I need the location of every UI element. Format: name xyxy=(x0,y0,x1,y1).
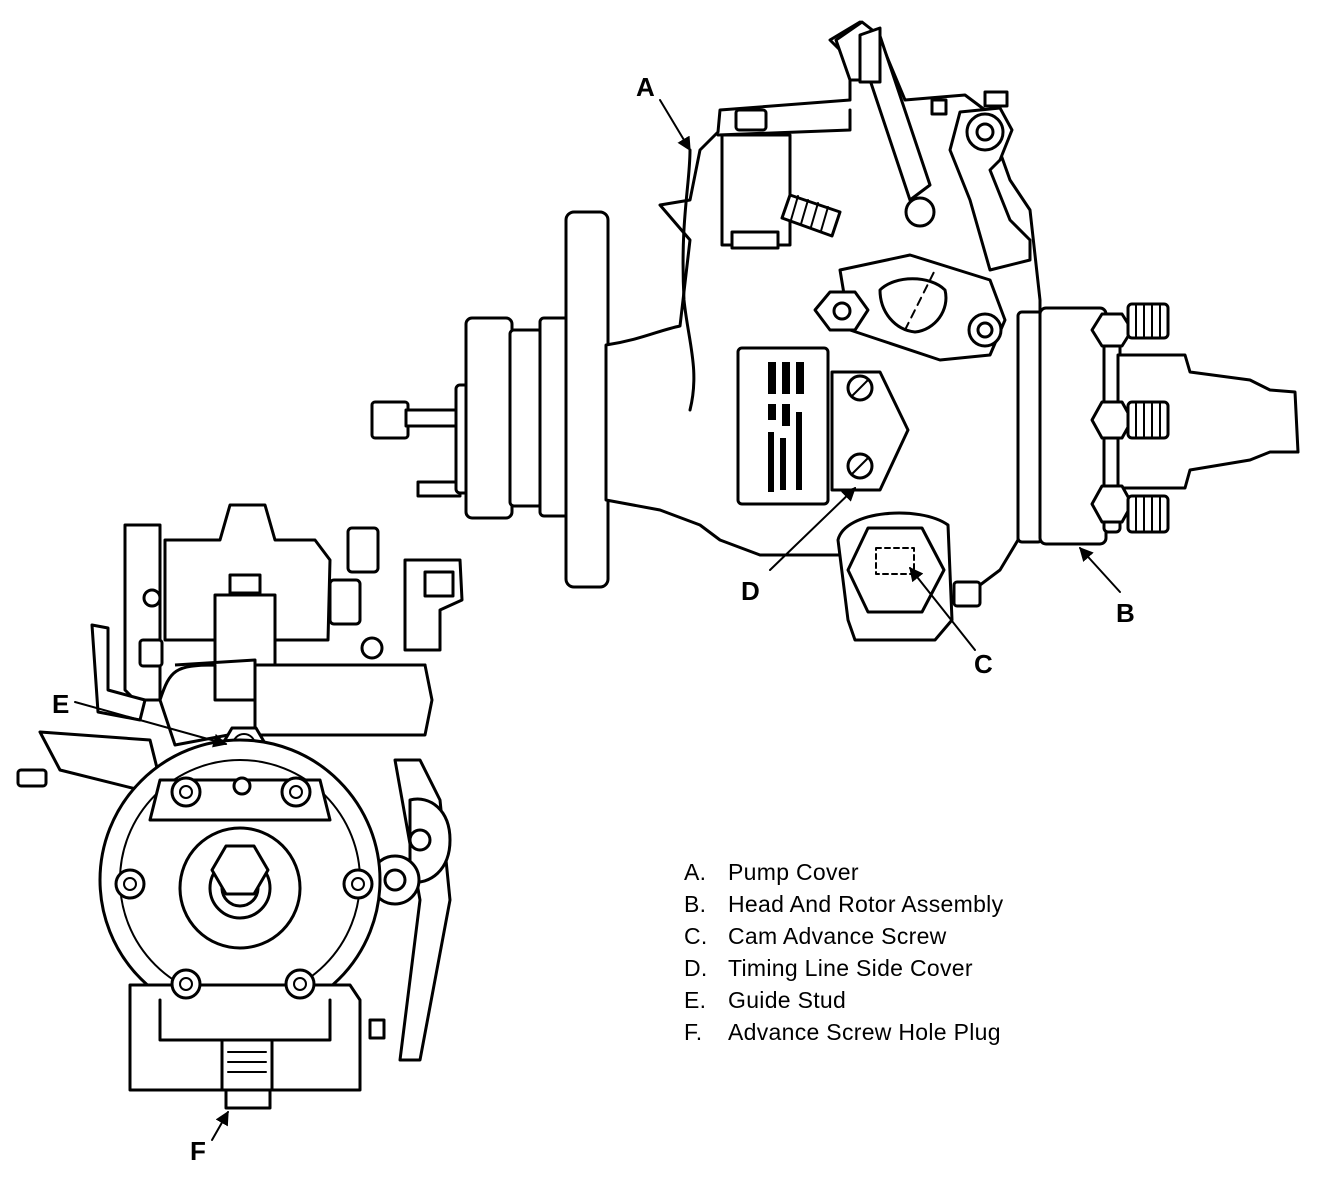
legend-text: Pump Cover xyxy=(728,859,859,885)
fitting-middle xyxy=(1090,400,1170,440)
end-view-pump xyxy=(16,503,464,1110)
legend-text: Head And Rotor Assembly xyxy=(728,891,1004,917)
legend-letter: D. xyxy=(684,955,708,981)
rating-plate xyxy=(736,346,830,506)
fittings-ring xyxy=(114,776,374,1000)
callout-b: B xyxy=(1116,598,1135,628)
fitting-bottom xyxy=(1090,484,1170,534)
fitting-top xyxy=(1090,302,1170,348)
legend: A. Pump Cover B. Head And Rotor Assembly… xyxy=(684,856,1003,1048)
legend-item-a: A. Pump Cover xyxy=(684,856,1003,888)
spring xyxy=(780,193,842,238)
legend-text: Advance Screw Hole Plug xyxy=(728,1019,1001,1045)
callout-c: C xyxy=(974,649,993,679)
legend-letter: C. xyxy=(684,923,708,949)
legend-letter: B. xyxy=(684,891,707,917)
legend-item-b: B. Head And Rotor Assembly xyxy=(684,888,1003,920)
legend-text: Cam Advance Screw xyxy=(728,923,947,949)
callout-e: E xyxy=(52,689,69,719)
callout-d: D xyxy=(741,576,760,606)
legend-letter: F. xyxy=(684,1019,703,1045)
side-view-pump xyxy=(370,20,1300,642)
legend-item-c: C. Cam Advance Screw xyxy=(684,920,1003,952)
legend-letter: E. xyxy=(684,987,707,1013)
callout-f: F xyxy=(190,1136,206,1166)
legend-text: Timing Line Side Cover xyxy=(728,955,973,981)
callout-a: A xyxy=(636,72,655,102)
legend-item-f: F. Advance Screw Hole Plug xyxy=(684,1016,1003,1048)
legend-text: Guide Stud xyxy=(728,987,847,1013)
legend-item-e: E. Guide Stud xyxy=(684,984,1003,1016)
legend-letter: A. xyxy=(684,859,707,885)
callout-arrows xyxy=(74,99,1121,1141)
legend-item-d: D. Timing Line Side Cover xyxy=(684,952,1003,984)
